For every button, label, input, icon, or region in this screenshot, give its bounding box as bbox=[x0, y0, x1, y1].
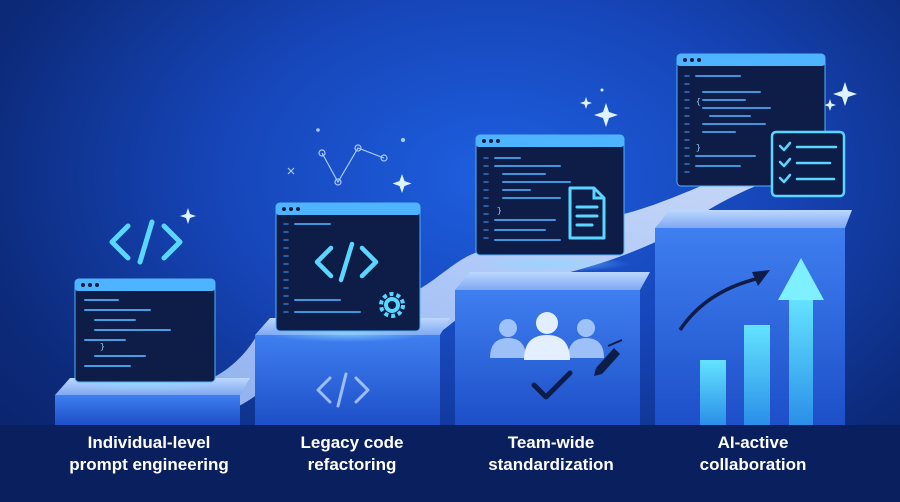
svg-text:}: } bbox=[696, 144, 701, 153]
step-title-line: refactoring bbox=[307, 455, 397, 474]
step-title-line: Individual-level bbox=[87, 433, 211, 452]
svg-text:}: } bbox=[497, 207, 502, 216]
sparkle-icon bbox=[180, 208, 196, 224]
step-title-line: collaboration bbox=[699, 455, 807, 474]
code-brackets-icon bbox=[109, 219, 183, 265]
code-window-1: } bbox=[70, 278, 220, 392]
step-label-1: Individual-level prompt engineering bbox=[49, 432, 249, 476]
sparkle-icon bbox=[594, 103, 618, 127]
sparkle-icon bbox=[824, 99, 836, 111]
step-title-line: standardization bbox=[488, 455, 614, 474]
caption-band bbox=[0, 425, 900, 502]
sparkle-icon bbox=[392, 174, 412, 193]
gear-icon bbox=[379, 292, 405, 318]
step-title-line: Legacy code bbox=[300, 433, 404, 452]
document-icon bbox=[568, 186, 606, 240]
code-window-2 bbox=[268, 202, 428, 342]
team-users-icon bbox=[490, 312, 604, 360]
sparkle-icon bbox=[833, 82, 857, 106]
step-title-line: Team-wide bbox=[507, 433, 595, 452]
code-brackets-icon bbox=[316, 372, 370, 408]
svg-text:{: { bbox=[696, 98, 701, 107]
pen-icon bbox=[594, 339, 623, 376]
step-title-line: AI-active bbox=[717, 433, 789, 452]
bar-chart-icon bbox=[700, 258, 824, 425]
checkmark-icon bbox=[531, 370, 573, 400]
step-label-3: Team-wide standardization bbox=[451, 432, 651, 476]
svg-text:}: } bbox=[100, 343, 105, 352]
growth-arrow-head bbox=[752, 270, 770, 286]
step-title-line: prompt engineering bbox=[69, 455, 229, 474]
code-window-3: } bbox=[470, 134, 630, 272]
sparkle-icon bbox=[580, 97, 592, 109]
network-nodes-icon bbox=[287, 128, 406, 186]
growth-arrow-icon bbox=[678, 276, 761, 331]
step-label-4: AI-active collaboration bbox=[653, 432, 853, 476]
sparkle-dot bbox=[600, 88, 604, 92]
code-brackets-icon bbox=[314, 241, 379, 283]
step-label-2: Legacy code refactoring bbox=[252, 432, 452, 476]
checklist-icon bbox=[770, 130, 846, 198]
